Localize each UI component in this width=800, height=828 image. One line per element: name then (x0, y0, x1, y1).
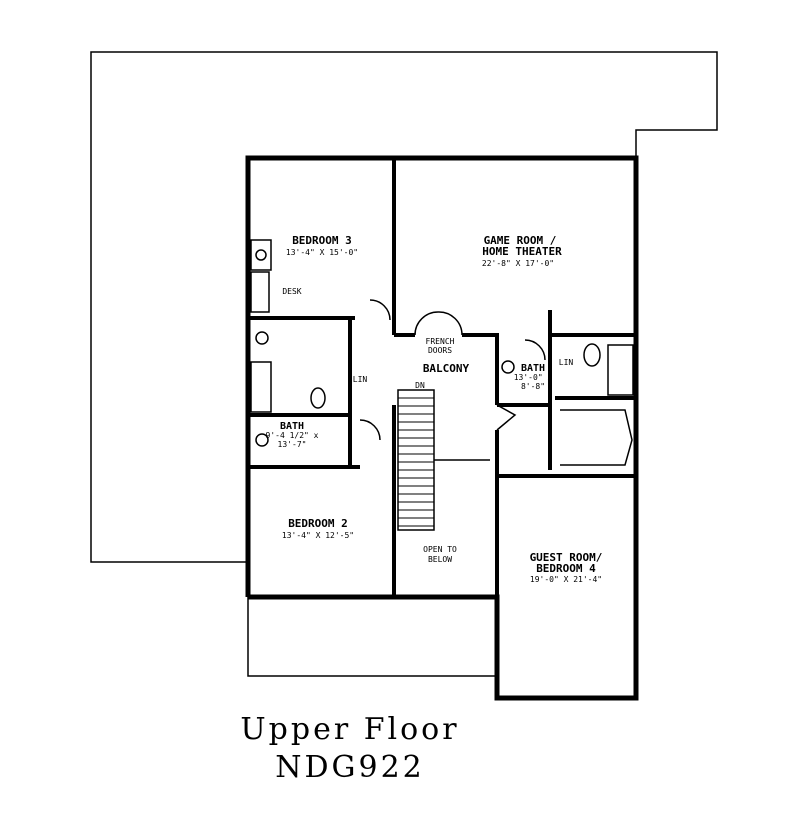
desk-label: DESK (282, 287, 301, 296)
bedroom3-dim: 13'-4" X 15'-0" (286, 248, 358, 257)
linen-left-label: LIN (353, 375, 368, 384)
open-below-label-2: BELOW (428, 555, 452, 564)
bath-right-label: BATH (521, 363, 545, 374)
game-room-label-2: HOME THEATER (482, 245, 562, 258)
interior-walls (248, 158, 636, 597)
bath-right-dim-2: 8'-8" (521, 382, 545, 391)
porch-outline (247, 596, 498, 677)
bath-left-label: BATH (280, 421, 304, 432)
caption-floor: Upper Floor (240, 712, 460, 747)
guest-room-label-2: BEDROOM 4 (536, 562, 596, 575)
balcony-label: BALCONY (423, 362, 470, 375)
guest-room-dim: 19'-0" X 21'-4" (530, 575, 602, 584)
game-room-dim: 22'-8" X 17'-0" (482, 259, 554, 268)
staircase: /* placeholder */ (397, 389, 435, 531)
bath-left-dim-1: 9'-4 1/2" x (266, 431, 319, 440)
french-doors-label-1: FRENCH (426, 337, 455, 346)
game-room-label-1: GAME ROOM / (484, 234, 557, 247)
door-swings (359, 299, 546, 441)
roof-outline (90, 51, 718, 563)
bedroom2-dim: 13'-4" X 12'-5" (282, 531, 354, 540)
bath-right-dim-1: 13'-0" x (514, 373, 553, 382)
guest-room-label-1: GUEST ROOM/ (530, 551, 603, 564)
bedroom3-label: BEDROOM 3 (292, 234, 352, 247)
bath-left-dim-2: 13'-7" (278, 440, 307, 449)
bedroom2-label: BEDROOM 2 (288, 517, 348, 530)
open-below-label-1: OPEN TO (423, 545, 457, 554)
caption-plan-id: NDG922 (275, 750, 425, 785)
french-doors-label-2: DOORS (428, 346, 452, 355)
fixtures (250, 239, 634, 466)
stair-down-label: DN (415, 381, 425, 390)
linen-right-label: LIN (559, 358, 574, 367)
